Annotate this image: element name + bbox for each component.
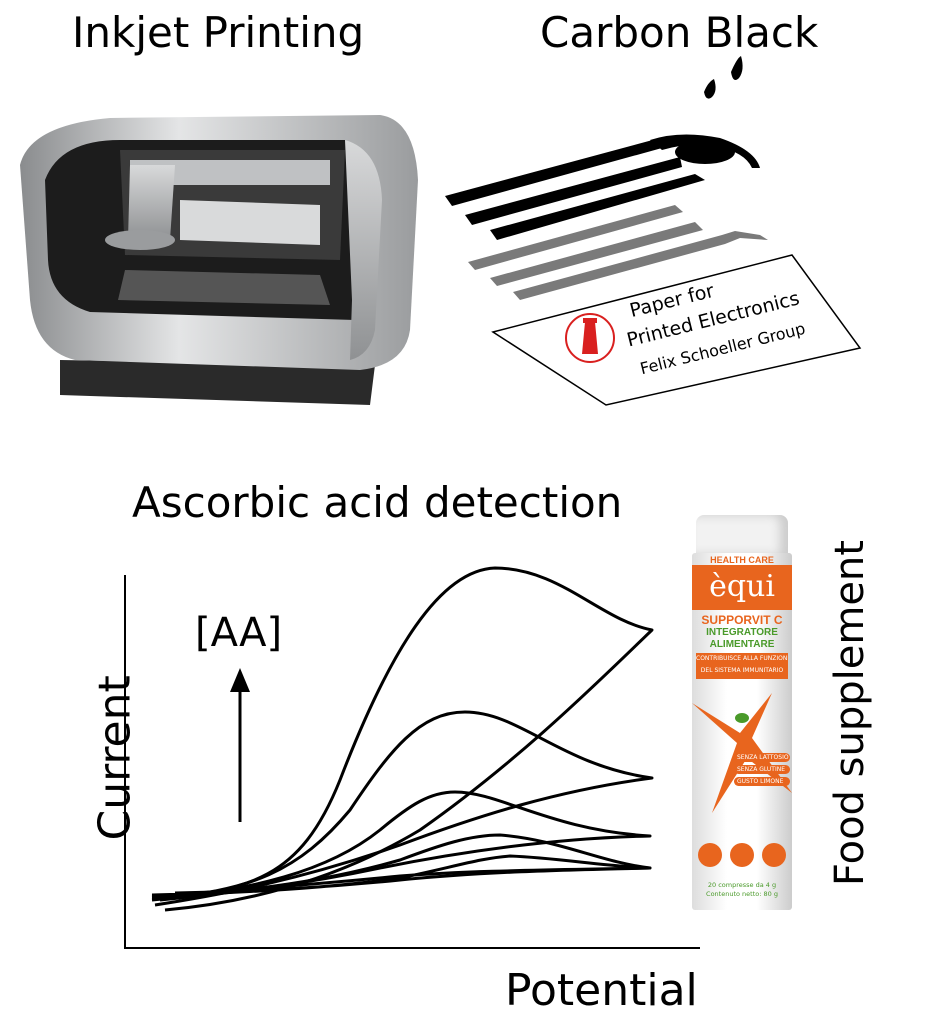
bottle-icon xyxy=(698,843,722,867)
bottle-product: SUPPORVIT C xyxy=(701,613,783,627)
y-axis-label: Current xyxy=(89,675,141,841)
voltammogram-curve xyxy=(151,833,652,898)
carbon-black-title: Carbon Black xyxy=(540,8,819,57)
x-axis-label: Potential xyxy=(505,965,698,1016)
bottle-type1: INTEGRATORE xyxy=(706,627,778,638)
bottle-badge3: GUSTO LIMONE xyxy=(734,777,790,786)
bottle-claim1: CONTRIBUISCE ALLA FUNZIONE xyxy=(696,655,788,662)
bottle-brand: èqui xyxy=(709,569,775,604)
bottle-qty2: Contenuto netto: 80 g xyxy=(706,890,778,898)
bottle-icon xyxy=(730,843,754,867)
voltammogram-curve xyxy=(151,710,654,907)
bottle-badge1: SENZA LATTOSIO xyxy=(734,753,790,762)
detection-title: Ascorbic acid detection xyxy=(132,478,623,527)
inkjet-printing-title: Inkjet Printing xyxy=(72,8,365,57)
bottle-category: HEALTH CARE xyxy=(710,555,774,565)
ink-drop-icon xyxy=(731,56,743,80)
bottle-icon xyxy=(762,843,786,867)
bottle-type2: ALIMENTARE xyxy=(709,639,775,650)
arrow-head-icon xyxy=(230,668,250,692)
felix-schoeller-logo xyxy=(565,313,615,363)
food-supplement-label: Food supplement xyxy=(827,540,873,886)
bottle-badge2: SENZA GLUTINE xyxy=(734,765,790,774)
voltammogram-curve xyxy=(151,854,652,897)
bottle-qty1: 20 compresse da 4 g xyxy=(707,881,777,889)
bottle-claim2: DEL SISTEMA IMMUNITARIO xyxy=(700,667,784,674)
supplement-bottle-image: HEALTH CARE èqui SUPPORVIT C INTEGRATORE… xyxy=(692,515,792,910)
ink-drop-icon xyxy=(704,79,716,99)
aa-concentration-label: [AA] xyxy=(195,610,283,656)
